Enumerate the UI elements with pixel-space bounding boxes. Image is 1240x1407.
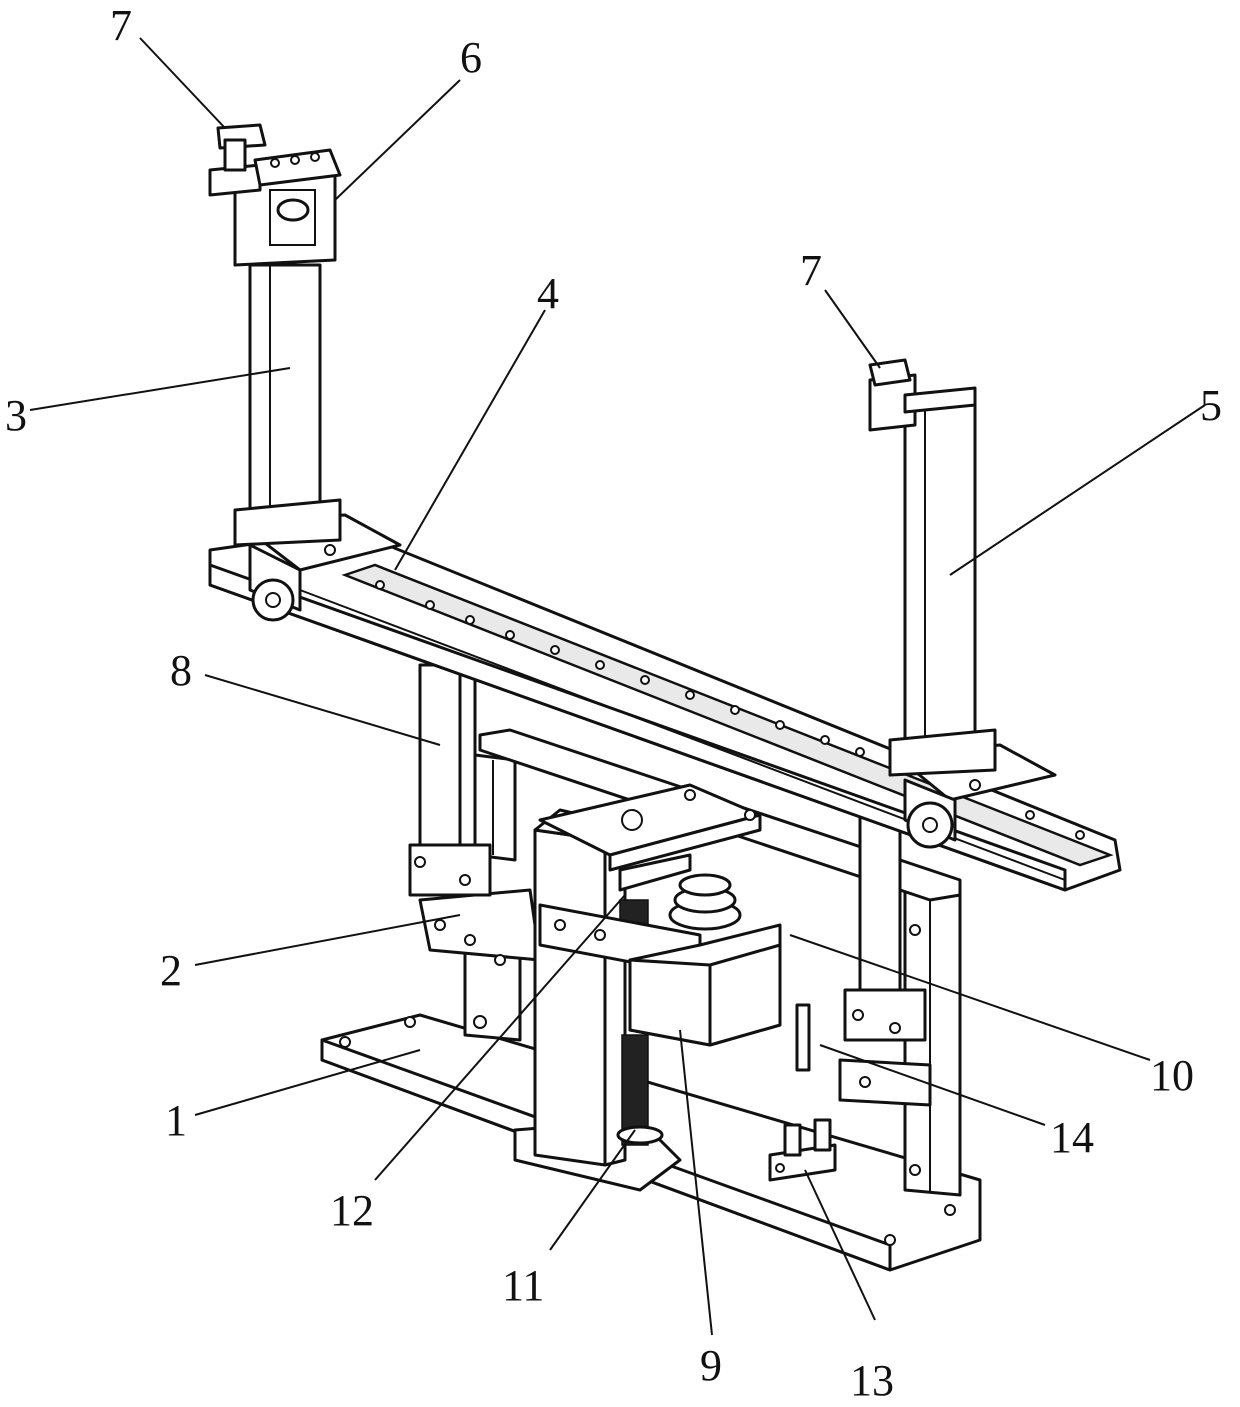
label-1: 1	[165, 1096, 187, 1145]
right-arm	[890, 395, 995, 775]
label-12: 12	[330, 1186, 374, 1235]
label-13: 13	[850, 1356, 894, 1405]
label-4: 4	[537, 269, 559, 318]
label-6: 6	[460, 33, 482, 82]
label-11: 11	[502, 1261, 544, 1310]
label-8: 8	[170, 646, 192, 695]
left-arm	[235, 265, 340, 545]
label-7-left: 7	[110, 1, 132, 50]
sensor-flag	[797, 1005, 809, 1070]
label-7-right: 7	[800, 246, 822, 295]
label-14: 14	[1050, 1113, 1094, 1162]
right-guide-column	[905, 890, 960, 1195]
label-9: 9	[700, 1341, 722, 1390]
label-3: 3	[5, 391, 27, 440]
label-10: 10	[1150, 1051, 1194, 1100]
label-2: 2	[160, 946, 182, 995]
label-5: 5	[1200, 381, 1222, 430]
